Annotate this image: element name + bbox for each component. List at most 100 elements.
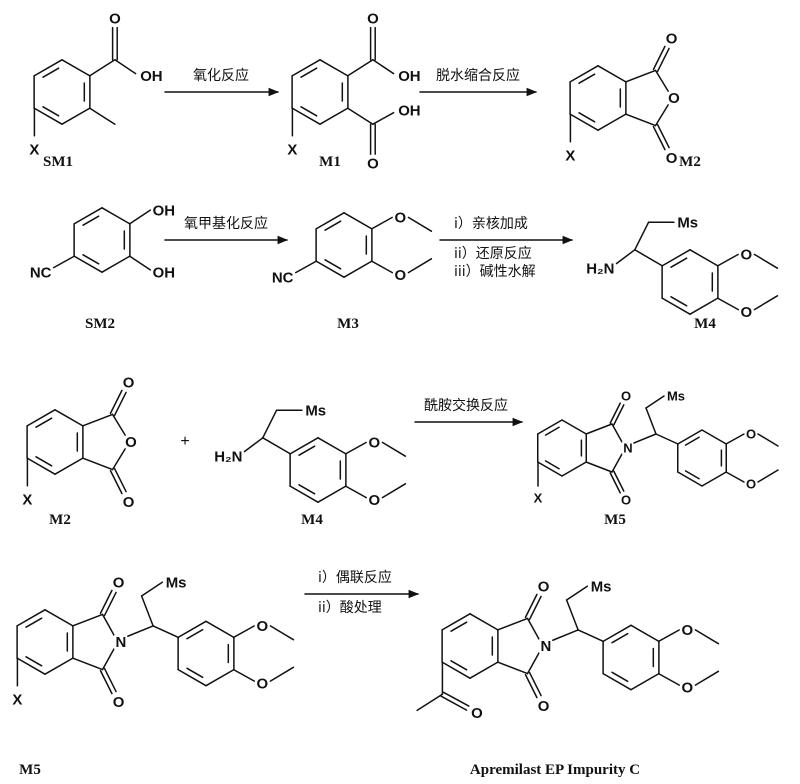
bond	[671, 258, 687, 267]
bond	[17, 658, 45, 674]
atom-label-ms: Ms	[591, 578, 612, 595]
structures: OOHXOOHOOHXOOOXOHOHNCOONCMsH₂NOOOOOXMsH₂…	[10, 8, 778, 724]
bond	[612, 454, 622, 472]
bond	[451, 661, 467, 670]
atom-label-o: O	[257, 676, 269, 693]
bond	[27, 458, 55, 474]
bond	[187, 668, 203, 677]
bond	[43, 68, 59, 77]
atom-label-o: O	[367, 11, 379, 28]
bond	[525, 675, 537, 698]
bond	[113, 414, 126, 435]
atom-label-nc: NC	[272, 269, 294, 286]
bond	[702, 472, 726, 486]
bond	[263, 410, 277, 438]
bond	[408, 217, 431, 231]
bond	[612, 424, 622, 442]
bond	[318, 486, 346, 502]
bond	[686, 437, 700, 445]
bond	[598, 66, 626, 82]
bond	[43, 107, 59, 116]
bond	[653, 127, 665, 150]
label-m3: M3	[337, 316, 359, 332]
bond	[528, 653, 540, 674]
bond	[346, 442, 367, 454]
bond	[498, 618, 528, 630]
atom-label-ms: Ms	[166, 574, 187, 591]
atom-label-o: O	[113, 694, 125, 711]
label-m5: M5	[604, 512, 626, 528]
label-m4: M4	[694, 316, 716, 332]
bond	[372, 217, 393, 229]
atom-label-o: O	[125, 434, 137, 451]
bond	[678, 472, 702, 486]
bond	[614, 471, 624, 491]
bond	[142, 596, 154, 626]
bond	[442, 662, 470, 678]
atom-label-o: O	[741, 247, 753, 264]
label-m2: M2	[679, 154, 701, 170]
bond	[115, 392, 127, 415]
bond	[34, 60, 62, 76]
step-4-reagent-i: i）亲核加成	[454, 216, 528, 232]
bond	[610, 473, 620, 493]
bond	[408, 259, 431, 273]
bond	[598, 114, 626, 130]
atom-label-n: N	[541, 638, 552, 655]
bond	[626, 70, 656, 82]
bond	[100, 671, 112, 694]
bond	[73, 658, 103, 670]
bond	[206, 621, 234, 637]
bond	[26, 657, 42, 666]
bond	[263, 438, 291, 454]
bond	[292, 60, 320, 76]
bond	[103, 614, 115, 635]
bond	[270, 626, 293, 640]
bond	[442, 614, 470, 630]
atom-label-o: O	[369, 435, 381, 452]
bond	[702, 430, 726, 444]
bond	[754, 296, 777, 310]
bond	[579, 74, 595, 83]
atom-label-nc: NC	[30, 264, 52, 281]
bond	[344, 213, 372, 229]
label-m4-reactant: M4	[301, 512, 323, 528]
bond	[130, 210, 151, 224]
bond	[73, 614, 103, 626]
bond	[659, 630, 680, 642]
bond	[102, 208, 130, 224]
bond	[567, 586, 588, 600]
bond	[546, 461, 560, 469]
bond	[299, 485, 315, 494]
bond	[610, 403, 620, 423]
atom-label-ms: Ms	[667, 389, 685, 404]
atom-label-o: O	[395, 267, 407, 284]
step-5-reagent: 酰胺交换反应	[424, 397, 508, 414]
bond	[17, 610, 45, 626]
atom-label-x: X	[534, 491, 543, 506]
bond	[570, 114, 598, 130]
label-product: Apremilast EP Impurity C	[470, 762, 640, 778]
atom-label-o: O	[666, 30, 678, 47]
bond	[659, 674, 680, 686]
atom-label-oh: OH	[398, 68, 420, 85]
bond	[34, 108, 62, 124]
bond	[142, 582, 163, 596]
bond	[726, 434, 744, 444]
bond	[718, 254, 739, 266]
bond	[662, 298, 690, 314]
atom-label-o: O	[538, 698, 550, 715]
bond	[62, 60, 90, 76]
step-6-reagent-ii: ii）酸处理	[318, 600, 382, 616]
bond	[325, 221, 341, 230]
atom-label-o: O	[471, 705, 483, 722]
bond	[653, 46, 665, 69]
atom-label-o: O	[682, 680, 694, 697]
bond	[758, 470, 778, 482]
label-m5-reactant: M5	[19, 762, 41, 778]
